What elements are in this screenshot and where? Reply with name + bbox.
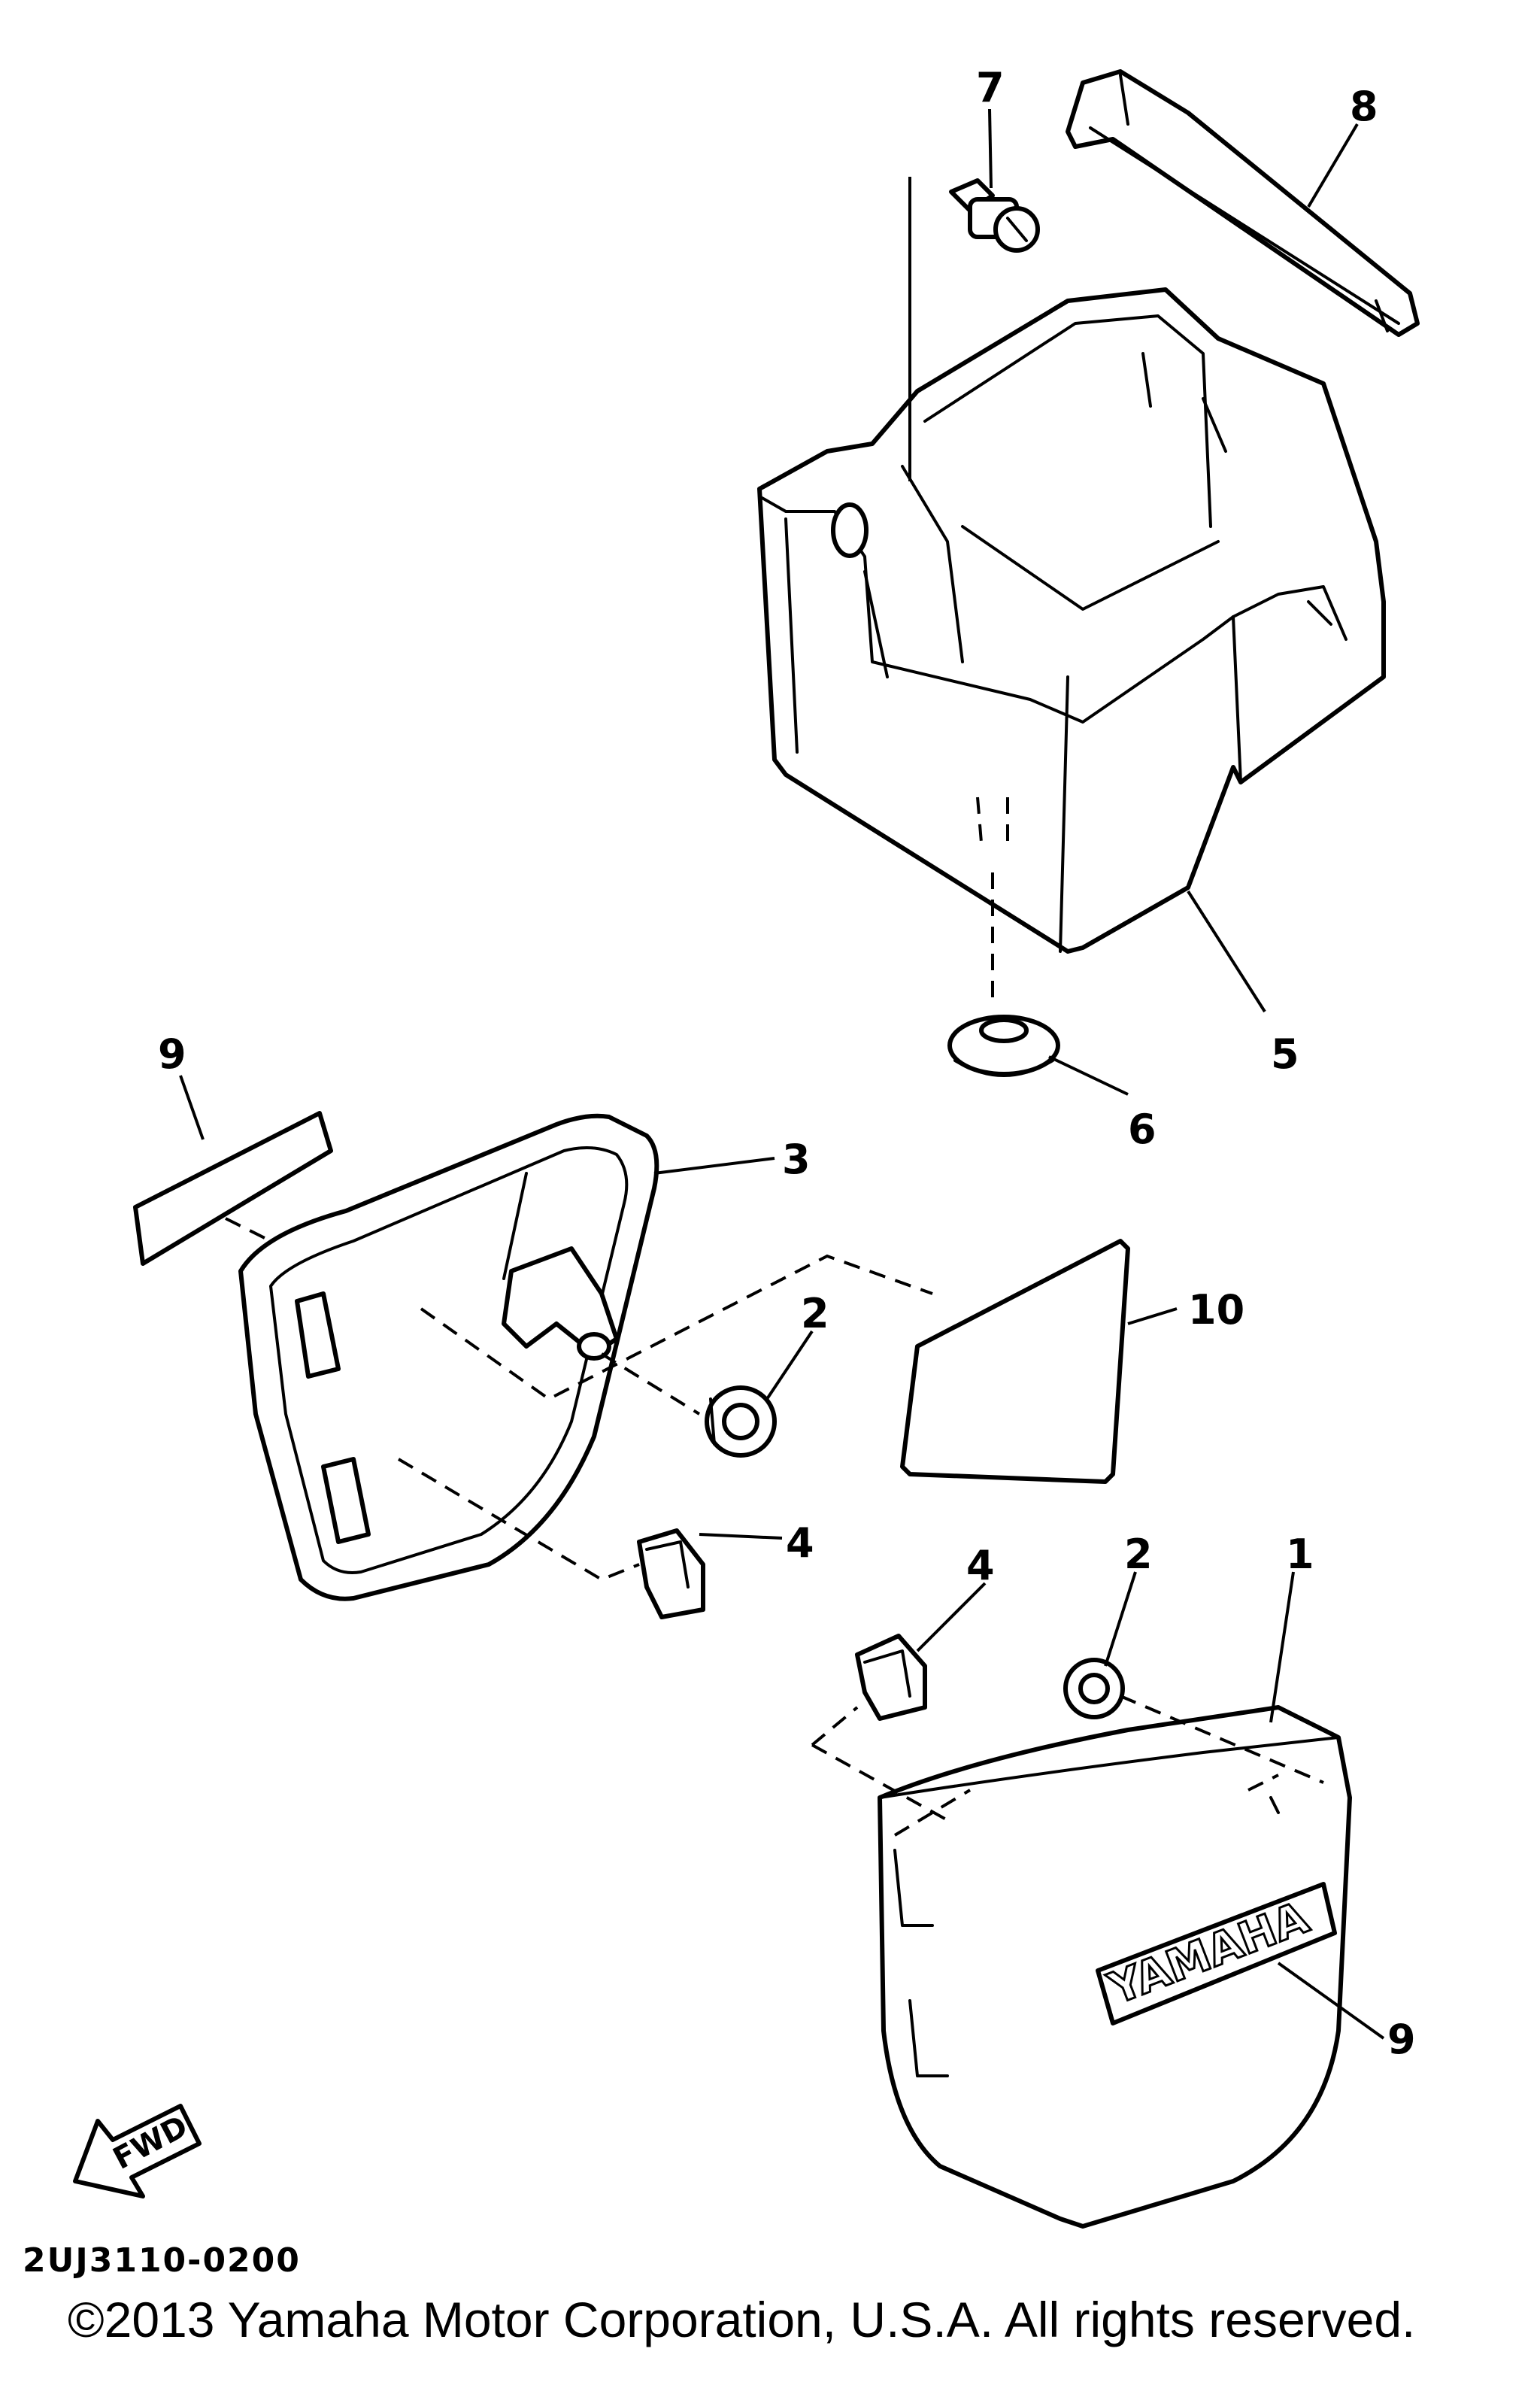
- callout-1: 1: [1286, 1531, 1314, 1578]
- assembly-lines: [225, 872, 1324, 1822]
- part-damper-left[interactable]: [637, 1528, 705, 1619]
- callouts: 7 8 5 6 9 3 2 10 4 4 2 1 9: [158, 64, 1416, 2063]
- part-grommet-right[interactable]: [1063, 1658, 1125, 1719]
- part-battery-band[interactable]: [1066, 69, 1420, 337]
- part-plate[interactable]: [900, 1239, 1130, 1484]
- callout-2-left: 2: [801, 1290, 829, 1337]
- callout-3: 3: [782, 1136, 811, 1183]
- callout-2-right: 2: [1124, 1531, 1153, 1578]
- copyright-notice: ©2013 Yamaha Motor Corporation, U.S.A. A…: [68, 2292, 1416, 2347]
- callout-10: 10: [1188, 1286, 1244, 1334]
- part-damper-right[interactable]: [855, 1634, 927, 1721]
- part-grommet-left[interactable]: [705, 1385, 777, 1458]
- part-side-cover-left[interactable]: [238, 1113, 659, 1601]
- callout-9-right: 9: [1387, 2016, 1416, 2063]
- callout-7: 7: [976, 64, 1005, 111]
- part-bolt[interactable]: [949, 178, 1040, 253]
- part-decal-left[interactable]: [133, 1111, 333, 1266]
- callout-8: 8: [1350, 83, 1378, 130]
- callout-5: 5: [1271, 1030, 1299, 1078]
- fwd-arrow-icon: FWD: [73, 2104, 202, 2198]
- part-battery-case[interactable]: [757, 287, 1386, 954]
- callout-6: 6: [1128, 1106, 1157, 1153]
- callout-4-left: 4: [786, 1519, 814, 1567]
- callout-9-left: 9: [158, 1030, 186, 1078]
- diagram-code: 2UJ3110-0200: [23, 2241, 301, 2280]
- leader-lines: [179, 108, 1385, 2040]
- part-grommet-case[interactable]: [947, 1015, 1060, 1077]
- callout-4-right: 4: [966, 1542, 995, 1589]
